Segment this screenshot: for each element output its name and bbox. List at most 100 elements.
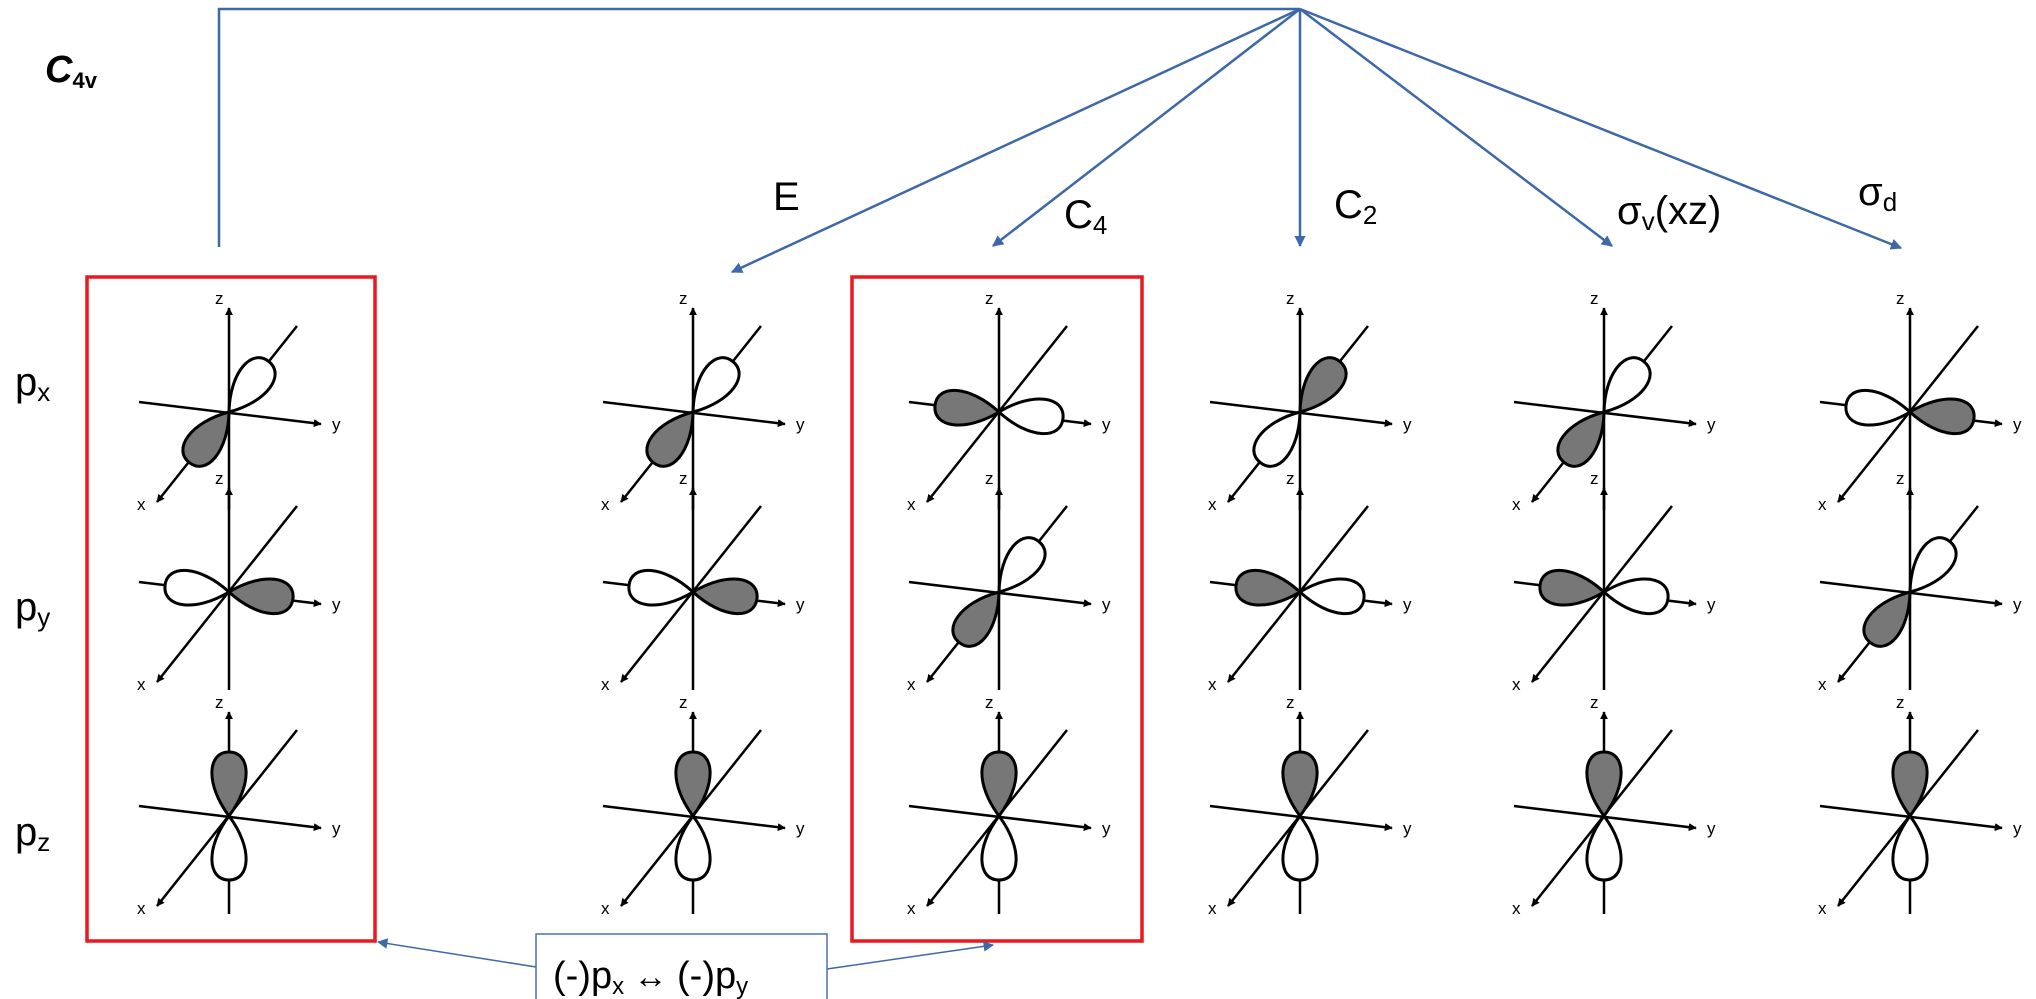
- z-axis-label: z: [1286, 289, 1295, 308]
- y-axis-label: y: [2013, 595, 2022, 614]
- note-box: [535, 933, 828, 999]
- white-lobe: [227, 356, 277, 414]
- shaded-lobe: [980, 750, 1018, 819]
- highlight-box-reference: [85, 275, 377, 943]
- x-axis-label: x: [1818, 899, 1827, 918]
- y-axis-label: y: [796, 595, 805, 614]
- row-label-pz: pz: [15, 810, 50, 857]
- shaded-lobe: [1891, 750, 1929, 819]
- shaded-lobe: [645, 410, 695, 468]
- orbital-pz-sigma-d: z x y: [1818, 693, 2022, 918]
- shaded-lobe: [674, 750, 712, 819]
- orbital-py-reference: z x y: [137, 469, 341, 694]
- white-lobe: [163, 569, 232, 607]
- y-axis-label: y: [1403, 415, 1412, 434]
- z-axis-label: z: [1286, 693, 1295, 712]
- point-group-name: C: [45, 49, 73, 91]
- y-axis-label: y: [1707, 595, 1716, 614]
- x-axis-label: x: [137, 899, 146, 918]
- shaded-lobe: [1556, 410, 1606, 468]
- shaded-lobe: [933, 389, 1002, 427]
- shaded-lobe: [1538, 569, 1607, 607]
- orbital-pz-C2: zxy: [1208, 693, 1412, 918]
- y-axis-label: y: [332, 415, 341, 434]
- white-lobe: [691, 356, 741, 414]
- orbital-py-C2: zxy: [1208, 469, 1412, 694]
- orbital-px-sigma-d: z x y: [1818, 289, 2022, 514]
- orbital-pz-C4: zxy: [907, 693, 1111, 918]
- shaded-lobe: [1862, 590, 1912, 648]
- y-axis-label: y: [1102, 415, 1111, 434]
- orbital-px-sigma-v: zxy: [1512, 289, 1716, 514]
- white-lobe: [1908, 536, 1958, 594]
- white-lobe: [1601, 577, 1670, 615]
- orbital-px-C4: z x y: [907, 289, 1111, 514]
- orbital-pz-E: z x y: [601, 693, 805, 918]
- white-lobe: [210, 813, 248, 882]
- note-arrow-left: [376, 938, 537, 968]
- z-axis-label: z: [679, 289, 688, 308]
- z-axis-label: z: [1896, 469, 1905, 488]
- x-axis-label: x: [137, 675, 146, 694]
- white-lobe: [1252, 410, 1302, 468]
- z-axis-label: z: [985, 289, 994, 308]
- shaded-lobe: [1281, 750, 1319, 819]
- shaded-lobe: [951, 590, 1001, 648]
- white-lobe: [980, 813, 1018, 882]
- y-axis-label: y: [332, 595, 341, 614]
- equivalence-note: (-)px ↔ (-)py: [376, 933, 995, 999]
- y-axis-label: y: [796, 819, 805, 838]
- z-axis-label: z: [1590, 693, 1599, 712]
- y-axis-label: y: [1403, 819, 1412, 838]
- connector-to-reference: [217, 7, 1300, 247]
- y-axis-label: y: [796, 415, 805, 434]
- arrow-to-sigma-v: [1299, 8, 1613, 247]
- white-lobe: [996, 397, 1065, 435]
- point-group-subscript: 4v: [72, 68, 97, 93]
- orbital-pz-sigma-v: z x y: [1512, 693, 1716, 918]
- x-axis-label: x: [601, 495, 610, 514]
- orbital-py-C4: zxy: [907, 469, 1111, 694]
- shaded-lobe: [1585, 750, 1623, 819]
- op-label-E: E: [773, 175, 800, 219]
- row-label-py: py: [15, 585, 50, 632]
- z-axis-label: z: [1896, 289, 1905, 308]
- white-lobe: [674, 813, 712, 882]
- z-axis-label: z: [1590, 289, 1599, 308]
- x-axis-label: x: [601, 675, 610, 694]
- operation-labels: E C4 C2 σv(xz) σd: [773, 170, 1897, 240]
- note-text: (-)px ↔ (-)py: [553, 955, 748, 999]
- y-axis-label: y: [1707, 819, 1716, 838]
- x-axis-label: x: [907, 899, 916, 918]
- y-axis-label: y: [1102, 819, 1111, 838]
- z-axis-label: z: [215, 693, 224, 712]
- operation-connectors: [217, 7, 1903, 274]
- orbital-pz-reference: zxy: [137, 693, 341, 918]
- x-axis-label: x: [1818, 495, 1827, 514]
- x-axis-label: x: [601, 899, 610, 918]
- op-label-sigma-v: σv(xz): [1617, 189, 1721, 236]
- x-axis-label: x: [1818, 675, 1827, 694]
- white-lobe: [1281, 813, 1319, 882]
- z-axis-label: z: [215, 469, 224, 488]
- orbital-px-reference: zxy: [137, 289, 341, 514]
- shaded-lobe: [1298, 356, 1348, 414]
- z-axis-label: z: [215, 289, 224, 308]
- x-axis-label: x: [907, 495, 916, 514]
- y-axis-label: y: [2013, 415, 2022, 434]
- x-axis-label: x: [907, 675, 916, 694]
- orbital-labels: px py pz: [15, 360, 50, 857]
- y-axis-label: y: [1102, 595, 1111, 614]
- z-axis-label: z: [1896, 693, 1905, 712]
- white-lobe: [997, 536, 1047, 594]
- shaded-lobe: [690, 577, 759, 615]
- z-axis-label: z: [679, 693, 688, 712]
- x-axis-label: x: [1512, 899, 1521, 918]
- shaded-lobe: [1234, 569, 1303, 607]
- arrow-to-E: [730, 7, 1301, 274]
- x-axis-label: x: [1512, 675, 1521, 694]
- y-axis-label: y: [2013, 819, 2022, 838]
- arrow-to-sigma-d: [1299, 7, 1903, 250]
- shaded-lobe: [181, 410, 231, 468]
